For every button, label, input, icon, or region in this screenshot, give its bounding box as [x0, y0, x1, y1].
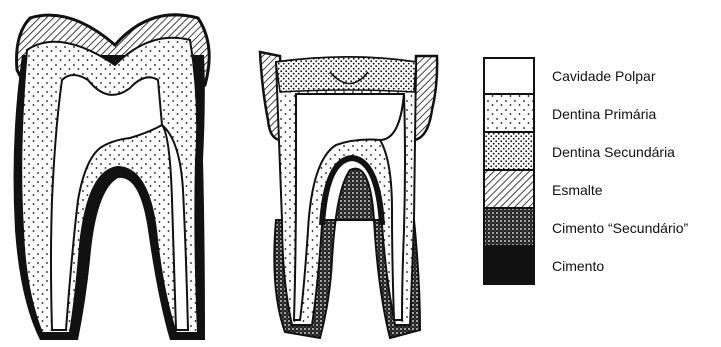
- legend-swatch-cimento2: [484, 208, 534, 246]
- legend-swatch-primaria: [484, 94, 534, 132]
- legend-swatch-cimento: [484, 246, 534, 284]
- legend-label-esmalte: Esmalte: [552, 182, 603, 198]
- legend-swatch-esmalte: [484, 170, 534, 208]
- right-secondary-dentin: [276, 57, 416, 92]
- legend: Cavidade Polpar Dentina Primária Dentina…: [484, 58, 689, 284]
- left-tooth: [14, 15, 210, 340]
- legend-swatch-secundaria: [484, 132, 534, 170]
- legend-swatch-cavidade: [484, 58, 534, 94]
- right-tooth: [260, 52, 437, 338]
- legend-label-primaria: Dentina Primária: [552, 106, 656, 122]
- legend-label-cimento: Cimento: [552, 258, 604, 274]
- legend-label-secundaria: Dentina Secundária: [552, 144, 675, 160]
- legend-label-cavidade: Cavidade Polpar: [552, 68, 656, 84]
- legend-label-cimento2: Cimento “Secundário”: [552, 220, 689, 236]
